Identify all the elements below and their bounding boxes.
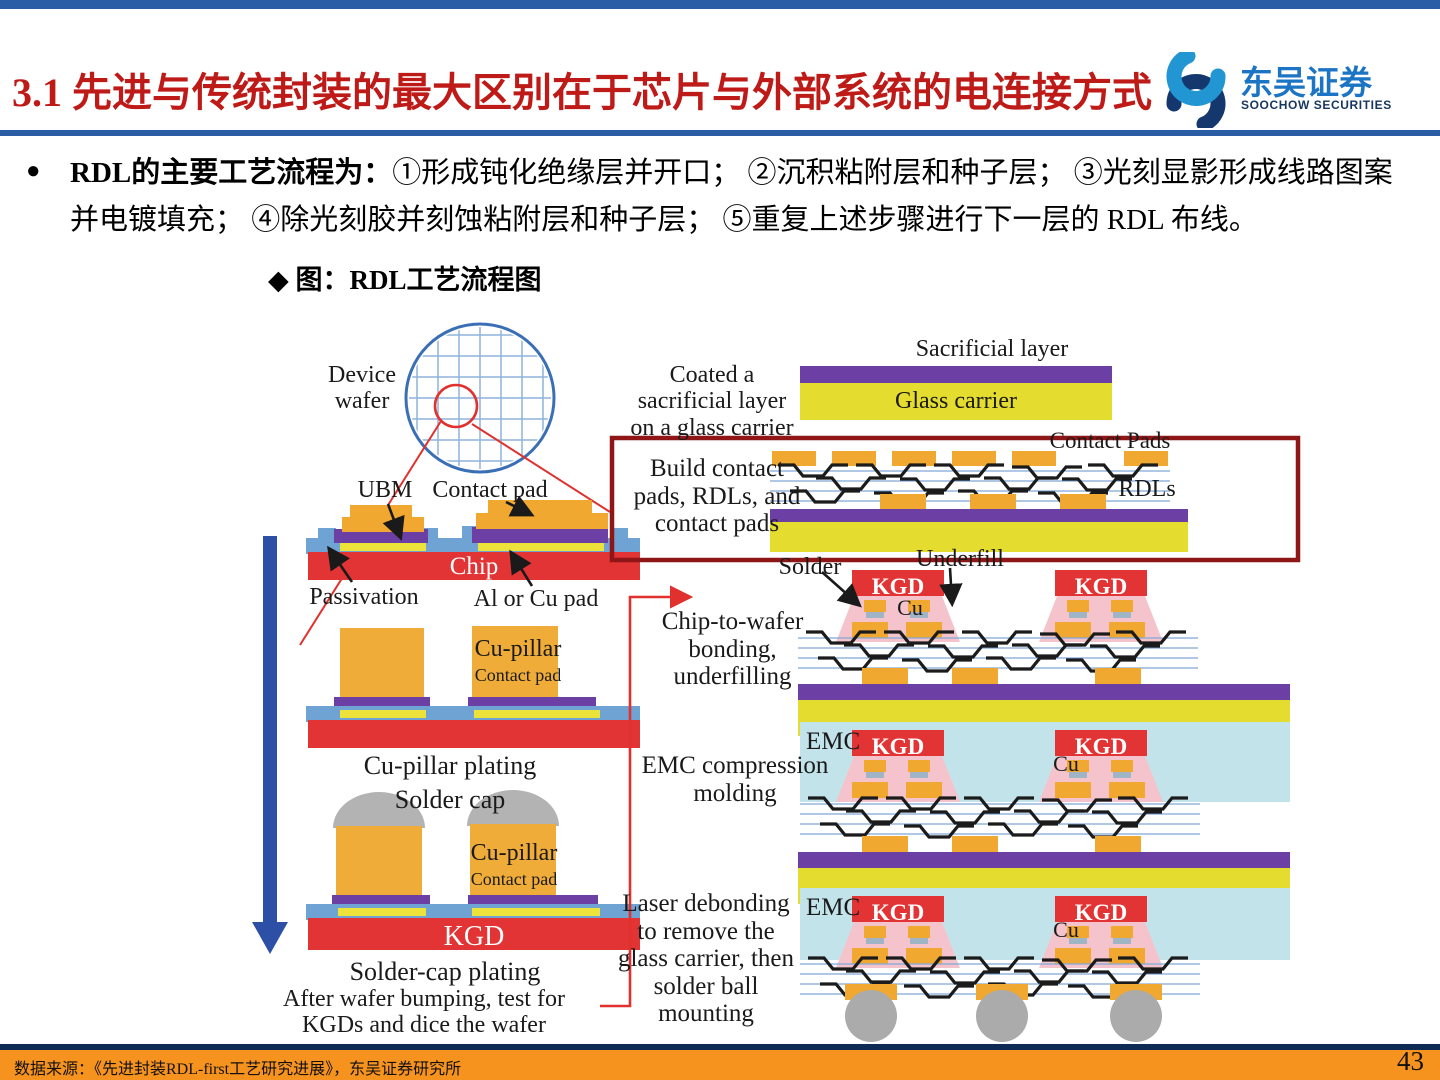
bullet-paragraph: RDL的主要工艺流程为：①形成钝化绝缘层并开口； ②沉积粘附层和种子层； ③光刻… (70, 150, 1406, 244)
chip-cross-section (306, 495, 640, 587)
bullet-body: ①形成钝化绝缘层并开口； ②沉积粘附层和种子层； ③光刻显影形成线路图案并电镀填… (70, 157, 1393, 236)
footer-bar (0, 1050, 1440, 1080)
process-flow-arrow (252, 536, 288, 954)
chip-bar (308, 552, 640, 580)
label-device-wafer: Device wafer (328, 362, 396, 415)
label-contact-pad: Contact pad (432, 477, 548, 503)
logo-hook-light (1166, 52, 1226, 106)
cu-pillar-section (306, 626, 640, 748)
label-passivation: Passivation (309, 584, 419, 610)
label-cu-pillar-plating: Cu-pillar plating (363, 751, 537, 780)
kgd-bar (308, 918, 640, 950)
label-cu-pillar: Cu-pillar (474, 636, 562, 662)
label-step-coated: Coated a sacrificial layer on a glass ca… (630, 362, 794, 441)
footer-source: 数据来源：《先进封装RDL-first工艺研究进展》，东吴证券研究所 (14, 1061, 462, 1078)
label-solder-cap: Solder cap (394, 785, 506, 814)
label-kgd-c2: KGD (1074, 574, 1128, 599)
figure-caption: ◆ 图：RDL工艺流程图 (268, 265, 542, 295)
bullet-marker: ● (26, 158, 41, 184)
label-emc-d: EMC (806, 728, 861, 755)
page-number: 43 (1397, 1046, 1424, 1076)
label-contact-pads: Contact Pads (1049, 428, 1171, 453)
label-after-note: After wafer bumping, test for KGDs and d… (283, 986, 565, 1039)
device-wafer-graphic (299, 322, 611, 646)
label-kgd-e2: KGD (1074, 900, 1128, 925)
page-title: 3.1 先进与传统封装的最大区别在于芯片与外部系统的电连接方式 (12, 70, 1152, 115)
logo-text-cn: 东吴证券 (1240, 66, 1372, 102)
step-build-rdl (609, 435, 1301, 563)
header-divider (0, 130, 1440, 136)
soochow-logo-icon (1160, 52, 1232, 128)
label-kgd-wafer: KGD (443, 921, 505, 952)
label-underfill: Underfill (916, 546, 1004, 572)
label-solder: Solder (778, 554, 842, 580)
process-diagram (252, 322, 1301, 1042)
label-al-cu-pad: Al or Cu pad (473, 586, 599, 612)
label-cu-d: Cu (1053, 751, 1079, 776)
top-accent-bar (0, 0, 1440, 9)
label-solder-cap-plating: Solder-cap plating (349, 957, 541, 986)
label-kgd-d1: KGD (871, 734, 925, 759)
label-contact-pad-2: Contact pad (474, 665, 562, 685)
highlight-box (609, 435, 1301, 563)
label-cu-c: Cu (897, 595, 923, 620)
label-step-build: Build contact pads, RDLs, and contact pa… (633, 455, 801, 537)
solder-cap-section (306, 790, 640, 950)
wafer-zoom-circle (433, 383, 479, 429)
label-cu-pillar-3: Cu-pillar (470, 840, 558, 866)
bullet-lead: RDL的主要工艺流程为： (70, 157, 393, 189)
label-sacrificial: Sacrificial layer (915, 336, 1069, 362)
label-glass-carrier: Glass carrier (895, 388, 1017, 414)
label-step-emc: EMC compression molding (641, 752, 829, 807)
logo-text-en: SOOCHOW SECURITIES (1241, 98, 1392, 112)
label-chip: Chip (449, 553, 499, 580)
label-rdls: RDLs (1118, 476, 1176, 502)
step-coated-carrier (800, 366, 1112, 420)
footer-accent-line (0, 1044, 1440, 1050)
step-debonding (798, 888, 1290, 1042)
flow-connector (600, 585, 694, 1008)
label-ubm: UBM (357, 477, 413, 503)
label-kgd-e1: KGD (871, 900, 925, 925)
zoom-cone-right (471, 423, 611, 513)
label-kgd-d2: KGD (1074, 734, 1128, 759)
label-step-laser: Laser debonding to remove the glass carr… (617, 890, 794, 1027)
label-step-bonding: Chip-to-wafer bonding, underfilling (661, 608, 804, 690)
label-cu-e: Cu (1053, 917, 1079, 942)
label-emc-e: EMC (806, 894, 861, 921)
label-kgd-c1: KGD (871, 574, 925, 599)
label-contact-pad-3: Contact pad (470, 869, 558, 889)
